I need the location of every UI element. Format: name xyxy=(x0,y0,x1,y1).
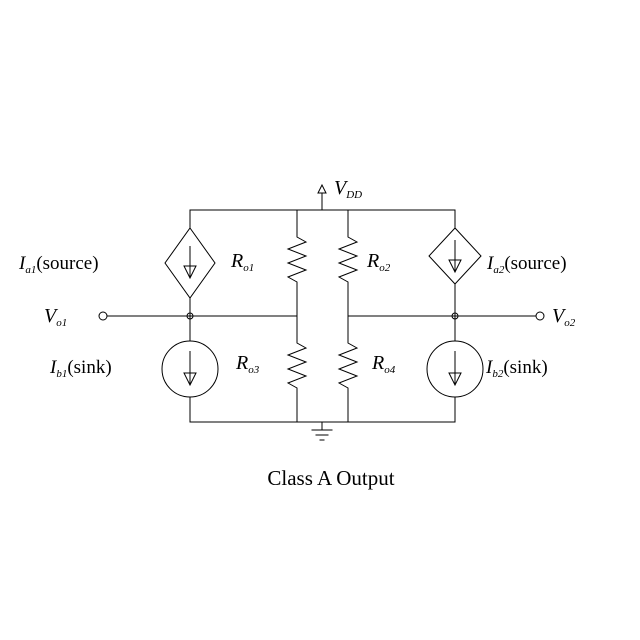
right-source-arrow-icon xyxy=(448,240,462,274)
left-sink-arrow-icon xyxy=(183,351,197,387)
vo1-terminal xyxy=(98,311,108,321)
right-sink-label: Ib2(sink) xyxy=(485,357,548,380)
wires xyxy=(106,192,537,431)
left-dependent-source xyxy=(164,227,216,299)
vo1-label: Vo1 xyxy=(44,305,67,329)
ro3-label: Ro3 xyxy=(235,352,260,376)
left-sink-label: Ib1(sink) xyxy=(49,357,112,380)
right-current-sink xyxy=(426,340,484,398)
ro4-label: Ro4 xyxy=(371,352,396,376)
ro2-label: Ro2 xyxy=(366,250,391,274)
vo2-label: Vo2 xyxy=(552,305,576,329)
node-right xyxy=(451,312,459,320)
left-current-sink xyxy=(161,340,219,398)
diagram-caption: Class A Output xyxy=(267,466,394,490)
ro1-label: Ro1 xyxy=(230,250,254,274)
left-source-arrow-icon xyxy=(183,246,197,280)
vdd-arrow-icon xyxy=(317,183,327,194)
resistor-ro4 xyxy=(337,338,359,396)
right-source-label: Ia2(source) xyxy=(486,253,567,276)
vo2-terminal xyxy=(535,311,545,321)
left-source-label: Ia1(source) xyxy=(18,253,99,276)
right-dependent-source xyxy=(428,227,482,285)
vdd-label: VDD xyxy=(334,177,362,201)
resistor-ro1 xyxy=(286,232,308,290)
resistor-ro2 xyxy=(337,232,359,290)
right-sink-arrow-icon xyxy=(448,351,462,387)
node-left xyxy=(186,312,194,320)
ground-icon xyxy=(311,429,333,441)
resistor-ro3 xyxy=(286,338,308,396)
